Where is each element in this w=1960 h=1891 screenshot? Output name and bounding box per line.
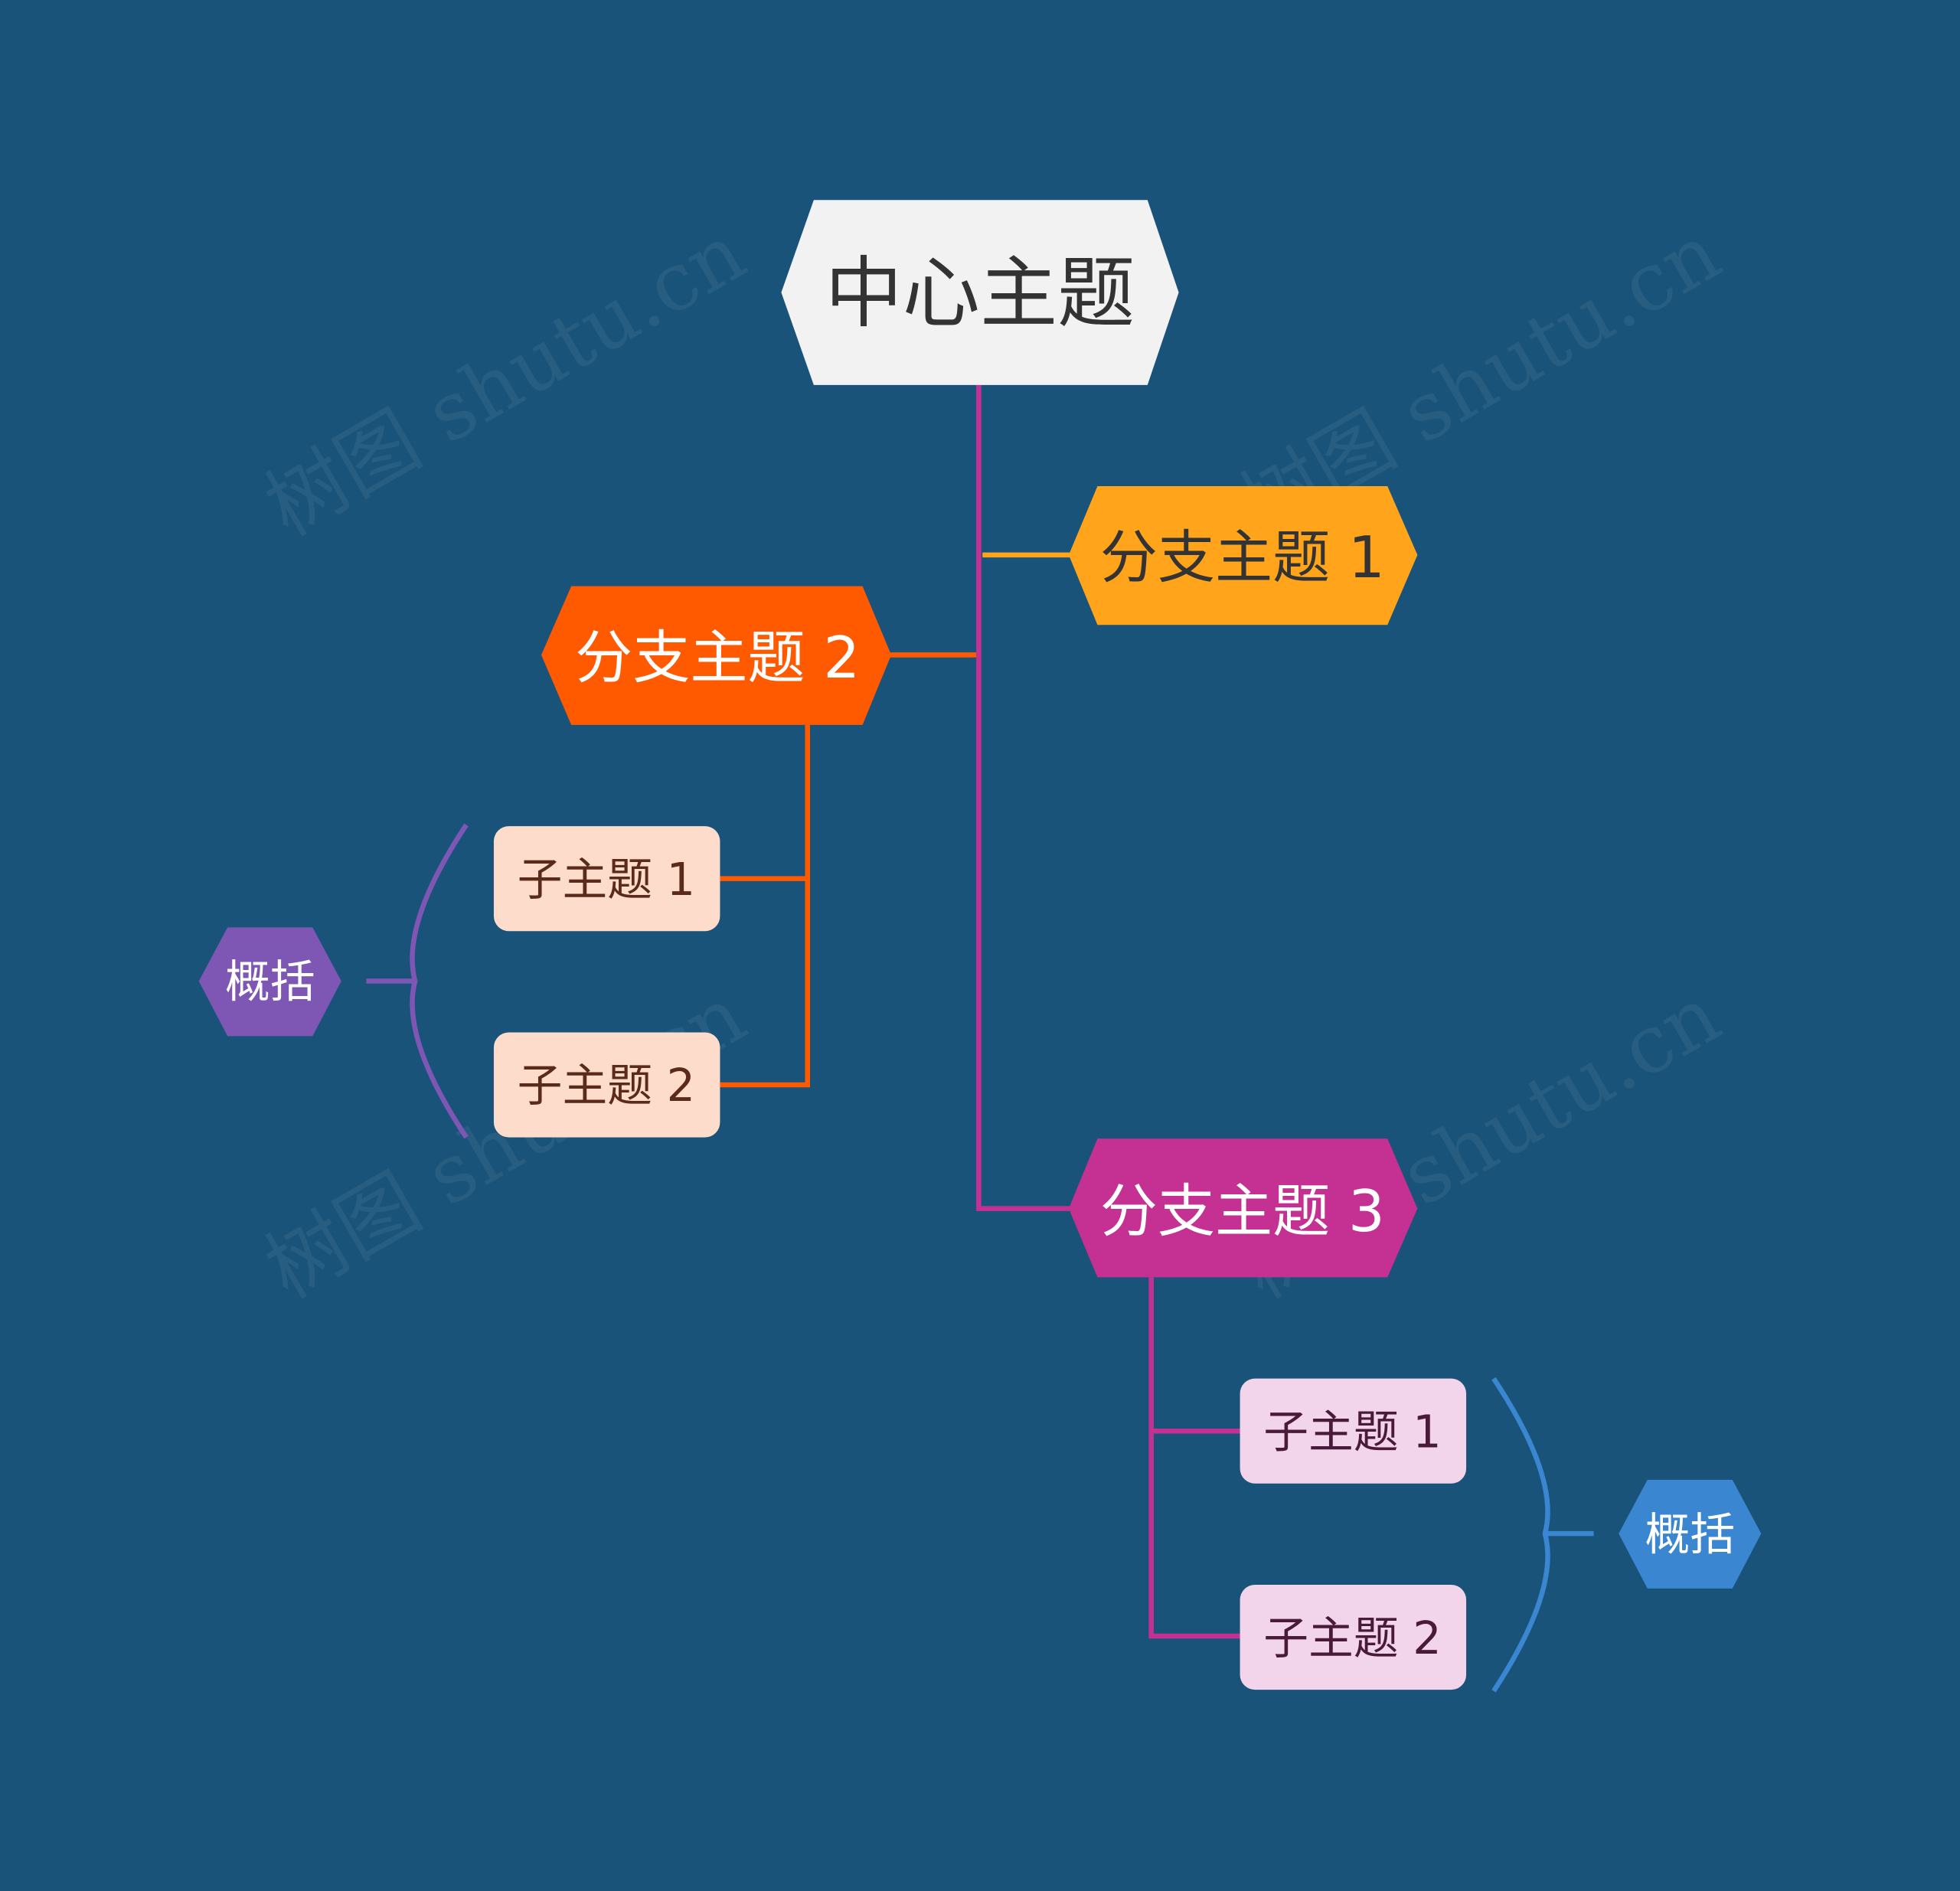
subtopic-label: 子主题 2 — [518, 1059, 695, 1112]
connector-branch-3 — [976, 384, 1073, 1211]
subtopic-3-1[interactable]: 子主题 1 — [1240, 1378, 1467, 1484]
branch-topic-1[interactable]: 分支主题 1 — [1068, 486, 1418, 625]
subtopic-label: 子主题 1 — [1263, 1405, 1441, 1458]
summary-right-label: 概括 — [1645, 1507, 1735, 1560]
subtopic-3-2[interactable]: 子主题 2 — [1240, 1585, 1467, 1690]
branch-topic-1-label: 分支主题 1 — [1100, 524, 1385, 591]
summary-bracket-left — [366, 823, 469, 1139]
summary-right[interactable]: 概括 — [1619, 1479, 1762, 1589]
subtopic-label: 子主题 1 — [518, 853, 695, 906]
subtopic-2-2[interactable]: 子主题 2 — [493, 1032, 720, 1138]
connector-branch-3-children — [1148, 1277, 1243, 1639]
central-topic[interactable]: 中心主题 — [781, 200, 1179, 385]
subtopic-2-1[interactable]: 子主题 1 — [493, 826, 720, 932]
connector-branch-2-children — [720, 724, 810, 1088]
central-topic-label: 中心主题 — [825, 248, 1135, 338]
summary-bracket-right — [1491, 1377, 1594, 1693]
summary-left[interactable]: 概括 — [198, 927, 341, 1037]
branch-topic-3[interactable]: 分支主题 3 — [1068, 1138, 1418, 1278]
subtopic-label: 子主题 2 — [1263, 1612, 1441, 1664]
summary-left-label: 概括 — [225, 955, 315, 1008]
connectors — [366, 384, 1594, 1693]
branch-topic-2[interactable]: 分支主题 2 — [541, 586, 892, 725]
branch-topic-3-label: 分支主题 3 — [1100, 1177, 1385, 1245]
branch-topic-2-label: 分支主题 2 — [575, 624, 860, 691]
